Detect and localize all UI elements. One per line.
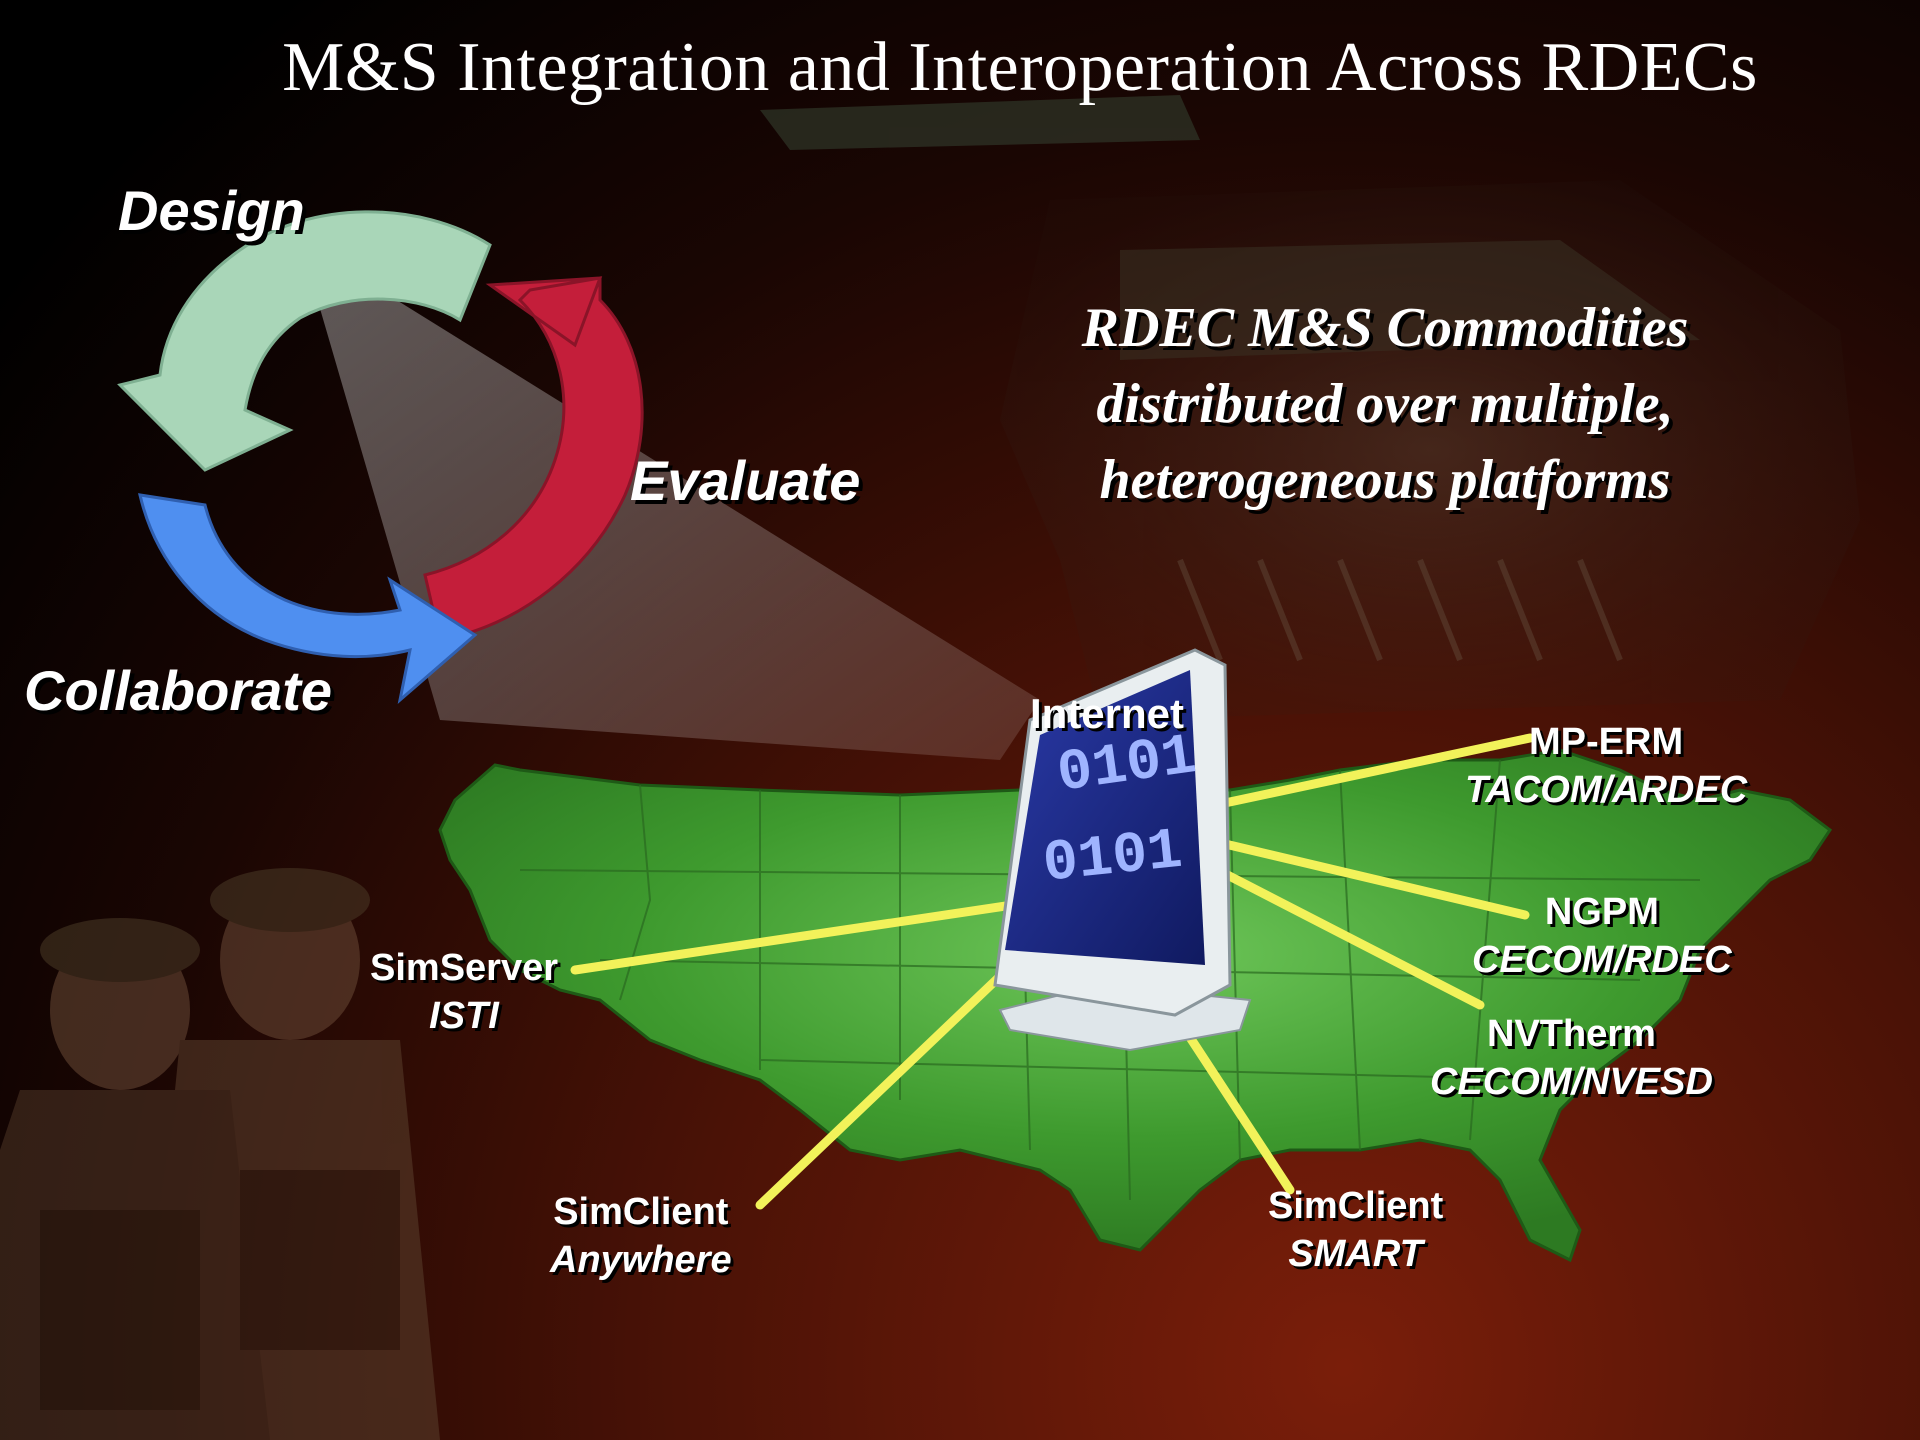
cycle-diagram — [117, 210, 644, 705]
collaborate-label: Collaborate — [24, 659, 333, 722]
subtitle: RDEC M&S Commodities distributed over mu… — [960, 290, 1810, 518]
internet-hub-monitor: 0101 0101 — [993, 648, 1252, 1052]
subtitle-line-3: heterogeneous platforms — [1099, 449, 1671, 511]
node-simserver-name: SimServer — [370, 947, 559, 989]
node-simclient-anywhere-org: Anywhere — [550, 1239, 732, 1281]
node-nvtherm: NVTherm CECOM/NVESD — [1430, 1010, 1713, 1106]
design-label: Design — [118, 179, 305, 242]
node-ngpm-name: NGPM — [1544, 891, 1659, 933]
light-beam — [300, 240, 1040, 760]
internet-label: Internet — [1030, 690, 1185, 737]
node-simserver: SimServer ISTI — [370, 944, 558, 1040]
slide-title: M&S Integration and Interoperation Acros… — [282, 29, 1758, 106]
node-simclient-anywhere-name: SimClient — [553, 1191, 729, 1233]
collaborate-arrow — [138, 493, 478, 705]
node-mp-erm-org: TACOM/ARDEC — [1465, 769, 1748, 811]
node-mp-erm: MP-ERM TACOM/ARDEC — [1465, 718, 1747, 814]
subtitle-line-1: RDEC M&S Commodities — [1081, 297, 1689, 359]
soldiers-silhouette — [0, 868, 440, 1440]
link-simserver — [570, 890, 1085, 975]
node-simclient-smart-org: SMART — [1288, 1233, 1423, 1275]
node-mp-erm-name: MP-ERM — [1529, 721, 1684, 763]
node-nvtherm-name: NVTherm — [1487, 1013, 1656, 1055]
node-ngpm-org: CECOM/RDEC — [1472, 939, 1732, 981]
node-simclient-smart: SimClient SMART — [1268, 1182, 1443, 1278]
evaluate-label: Evaluate — [630, 449, 861, 512]
node-nvtherm-org: CECOM/NVESD — [1430, 1061, 1713, 1103]
screen-binary-2: 0101 — [1040, 819, 1185, 898]
node-simclient-smart-name: SimClient — [1268, 1185, 1444, 1227]
node-simclient-anywhere: SimClient Anywhere — [550, 1188, 732, 1284]
subtitle-line-2: distributed over multiple, — [1096, 373, 1674, 435]
node-simserver-org: ISTI — [429, 995, 499, 1037]
tank-silhouette — [760, 95, 1860, 720]
node-ngpm: NGPM CECOM/RDEC — [1472, 888, 1732, 984]
design-arrow — [117, 210, 492, 472]
